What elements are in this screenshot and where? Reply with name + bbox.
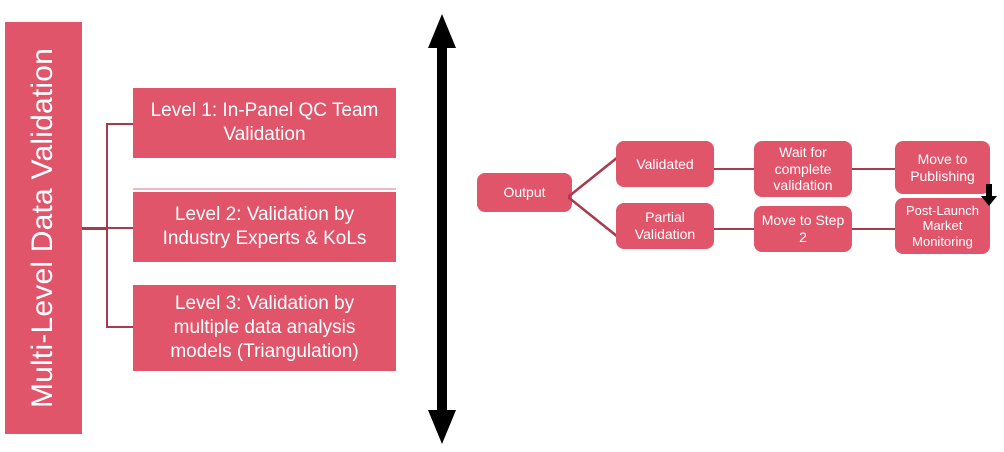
- level-1-label: Level 1: In-Panel QC Team Validation: [150, 99, 379, 145]
- bracket-branch-line-3: [106, 326, 134, 328]
- flow-output-label: Output: [503, 184, 546, 201]
- bracket-vertical-line: [106, 123, 108, 328]
- flow-box-move-to-step-2[interactable]: Move to Step 2: [754, 206, 852, 252]
- flow-step2-label: Move to Step 2: [761, 212, 845, 245]
- level-1-box[interactable]: Level 1: In-Panel QC Team Validation: [133, 88, 396, 158]
- level-2-box[interactable]: Level 2: Validation by Industry Experts …: [133, 192, 396, 262]
- down-arrow-cursor-icon: [981, 184, 997, 206]
- multi-level-validation-banner: Multi-Level Data Validation: [5, 22, 82, 434]
- connector-partial-to-step2: [714, 228, 755, 230]
- flow-box-wait-for-complete-validation[interactable]: Wait for complete validation: [754, 141, 852, 197]
- banner-title: Multi-Level Data Validation: [26, 47, 60, 409]
- bracket-branch-line-2: [106, 227, 134, 229]
- level-3-label: Level 3: Validation by multiple data ana…: [170, 292, 359, 363]
- flow-box-output[interactable]: Output: [477, 173, 572, 212]
- flow-box-partial-validation[interactable]: Partial Validation: [616, 203, 714, 249]
- flow-box-validated[interactable]: Validated: [616, 141, 714, 187]
- bracket-stem-line: [82, 227, 107, 230]
- level-3-box[interactable]: Level 3: Validation by multiple data ana…: [133, 285, 396, 371]
- connector-step2-to-post-launch: [852, 228, 896, 230]
- flow-box-move-to-publishing[interactable]: Move to Publishing: [895, 141, 990, 194]
- flow-postlaunch-label: Post-Launch Market Monitoring: [906, 202, 979, 249]
- level-2-top-rule: [133, 188, 396, 190]
- double-headed-vertical-arrow-icon: [428, 14, 456, 444]
- flow-partial-label: Partial Validation: [634, 209, 696, 242]
- level-2-label: Level 2: Validation by Industry Experts …: [162, 203, 367, 249]
- connector-wait-to-publishing: [852, 168, 896, 170]
- output-branch-connectors: [568, 156, 619, 238]
- bracket-branch-line-1: [106, 123, 134, 125]
- flow-wait-label: Wait for complete validation: [773, 143, 833, 194]
- flow-validated-label: Validated: [636, 155, 694, 172]
- flow-publishing-label: Move to Publishing: [910, 150, 975, 184]
- connector-validated-to-wait: [714, 168, 755, 170]
- flow-box-post-launch-market-monitoring[interactable]: Post-Launch Market Monitoring: [895, 198, 990, 254]
